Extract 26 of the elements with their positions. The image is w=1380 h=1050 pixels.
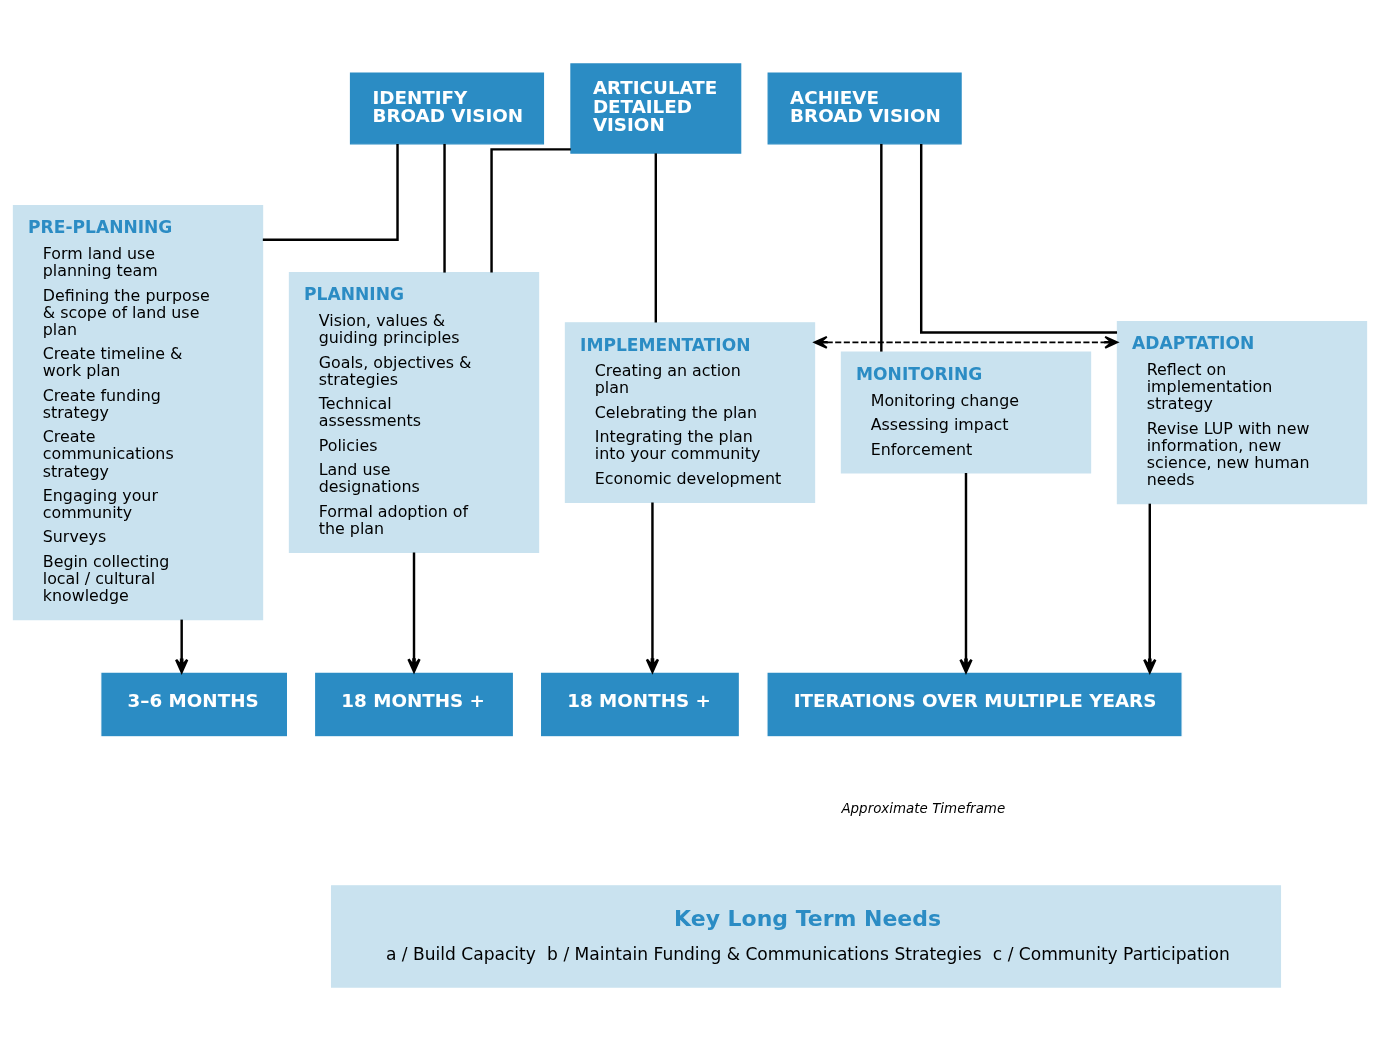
label: Approximate Timeframe (841, 800, 1006, 816)
node-box: PRE-PLANNING Form land use planning team Defining the purpose & scope of land use plan Create timeline & work plan Create funding strategy Create communications strategy Engaging your community Surveys Begin collecting local / cultural knowledge (12, 204, 264, 620)
node-box: 3–6 MONTHS (100, 670, 289, 737)
arrow (407, 552, 421, 673)
arrow (1143, 503, 1157, 673)
node-box: ACHIEVE BROAD VISION (767, 71, 962, 144)
node-box: 18 MONTHS + (539, 670, 741, 737)
arrow (645, 502, 660, 673)
connector (443, 143, 446, 273)
arrow (813, 335, 1119, 349)
node-box: 18 MONTHS + (313, 670, 515, 737)
arrow (959, 472, 973, 673)
node-box: PLANNING Vision, values & guiding principles Goals, objectives & strategies Technical assessments Policies Land use designations Formal adoption of the plan (288, 271, 540, 553)
connector (920, 143, 1118, 334)
connector (880, 143, 883, 352)
node-box: ITERATIONS OVER MULTIPLE YEARS (766, 670, 1183, 737)
connector (490, 147, 571, 272)
node-box: IMPLEMENTATION Creating an action plan Celebrating the plan Integrating the plan into your community Economic development (564, 321, 816, 503)
arrow (174, 619, 189, 673)
connector (262, 143, 399, 241)
node-box: ARTICULATE DETAILED VISION (570, 62, 742, 154)
node-box: MONITORING Monitoring change Assessing impact Enforcement (840, 350, 1092, 474)
node-box: ADAPTATION Reflect on implementation strategy Revise LUP with new information, new science, new human needs (1116, 320, 1368, 504)
node-box: Key Long Term Needs a / Build Capacity b / Maintain Funding & Communications Strategies c / Community Participation (330, 884, 1282, 988)
node-box: IDENTIFY BROAD VISION (349, 71, 545, 144)
connector (654, 152, 658, 322)
